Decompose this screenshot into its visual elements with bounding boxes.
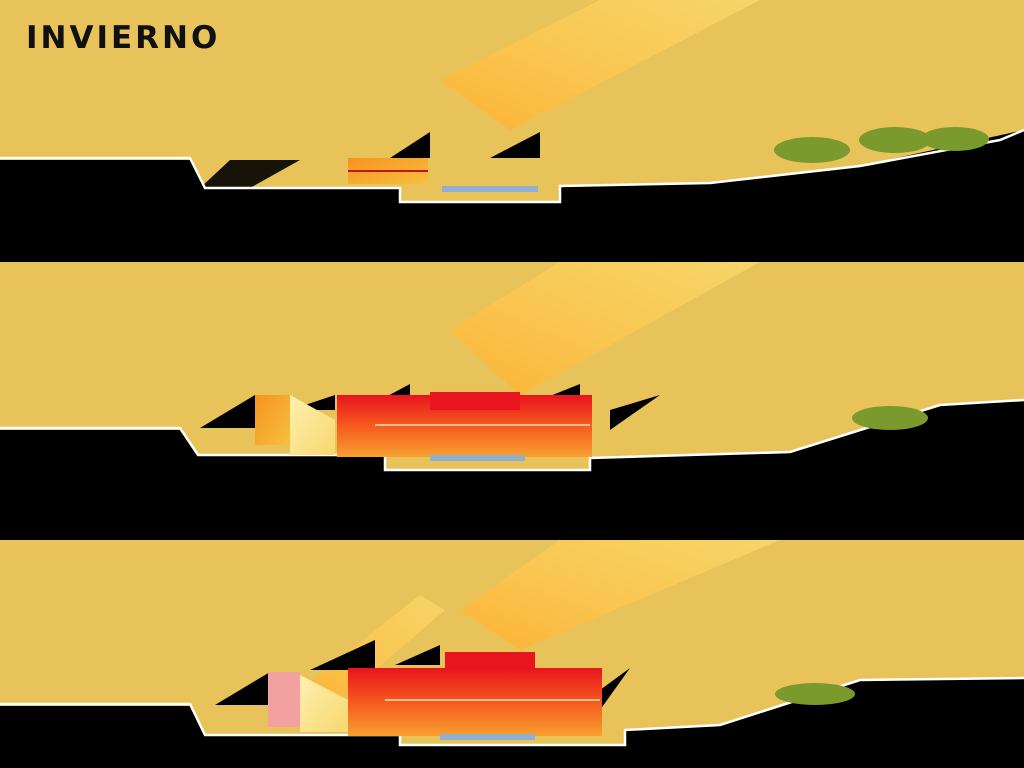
shadow [200,160,300,188]
shadow [215,672,270,705]
atrium [290,395,335,455]
main-hall [348,668,602,736]
page-title: INVIERNO [26,20,221,56]
atrium [300,675,348,732]
shadow [200,395,255,428]
sun-ray [440,0,760,130]
roof-volume [430,392,520,410]
trees [852,406,928,430]
trees [774,127,989,163]
ground [0,678,1024,768]
pool [430,455,525,461]
roof-volume [445,652,535,670]
shadow [310,640,375,670]
shadow [395,645,440,665]
trees [775,683,855,705]
ground-line [0,128,1024,204]
shadow [610,395,660,430]
shadow [600,668,630,710]
shadow [490,132,540,158]
section-panel-2 [0,262,1024,540]
stair-tower [255,395,290,445]
section-panel-1 [0,0,1024,262]
sun-ray [450,262,760,395]
stair-tower [268,672,300,727]
ground [0,130,1024,262]
pool [440,734,535,740]
ground-line [0,398,1024,472]
section-panel-3 [0,540,1024,768]
pool [442,186,538,192]
sun-ray [460,540,780,650]
shadow [390,132,430,158]
